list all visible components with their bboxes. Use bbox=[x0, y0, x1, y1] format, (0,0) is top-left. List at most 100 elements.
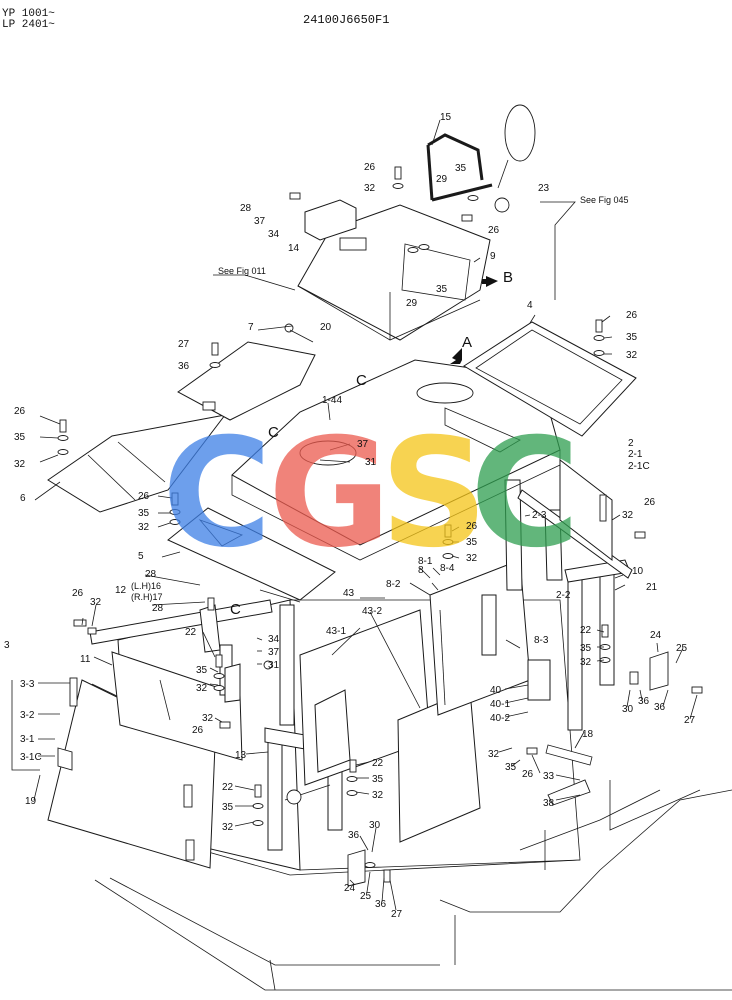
callout-1-44: 1-44 bbox=[322, 395, 342, 406]
callout-33: 33 bbox=[543, 771, 555, 782]
bracket-14 bbox=[304, 199, 357, 241]
callout-26: 26 bbox=[14, 406, 26, 417]
floor-plate-6 bbox=[47, 414, 227, 513]
callout-8-4: 8-4 bbox=[440, 563, 455, 574]
callout-28: 28 bbox=[145, 569, 157, 580]
view-arrows bbox=[450, 276, 498, 364]
callout-27: 27 bbox=[684, 715, 696, 726]
callout-31: 31 bbox=[365, 457, 377, 468]
callout-35: 35 bbox=[626, 332, 638, 343]
callout-43-1: 43-1 bbox=[326, 626, 346, 637]
callout-26: 26 bbox=[466, 521, 478, 532]
callout-26: 26 bbox=[626, 310, 638, 321]
callout-23: 23 bbox=[538, 183, 550, 194]
housing-9 bbox=[297, 204, 491, 341]
view-marker-c-lower: C bbox=[230, 601, 241, 618]
callout-35: 35 bbox=[466, 537, 478, 548]
callout-32: 32 bbox=[196, 683, 208, 694]
callout-24: 24 bbox=[650, 630, 662, 641]
callout-32: 32 bbox=[14, 459, 26, 470]
cgsc-watermark: C G S C bbox=[162, 407, 580, 581]
floor-plate-7 bbox=[177, 341, 316, 421]
callout-10: 10 bbox=[632, 566, 644, 577]
callout-35: 35 bbox=[505, 762, 517, 773]
callout-21: 21 bbox=[646, 582, 658, 593]
callout-40: 40 bbox=[490, 685, 502, 696]
callout-37: 37 bbox=[357, 439, 369, 450]
callout-32: 32 bbox=[372, 790, 384, 801]
inner-panels-43 bbox=[299, 609, 481, 843]
serial-yp: YP 1001~ bbox=[2, 8, 55, 20]
view-marker-c-top: C bbox=[356, 372, 367, 389]
callout-32: 32 bbox=[222, 822, 234, 833]
leader-lines bbox=[11, 119, 698, 911]
handle-18 bbox=[545, 744, 593, 806]
callout-14: 14 bbox=[288, 243, 300, 254]
ref-see-fig-045: See Fig 045 bbox=[580, 195, 629, 205]
callout-2-1: 2-1 bbox=[628, 449, 643, 460]
watermark-letter-c1: C bbox=[162, 407, 272, 581]
callout-32: 32 bbox=[364, 183, 376, 194]
callout-43-2: 43-2 bbox=[362, 606, 382, 617]
callout-37: 37 bbox=[254, 216, 266, 227]
callout-35: 35 bbox=[436, 284, 448, 295]
callout-19: 19 bbox=[25, 796, 37, 807]
mirror-23 bbox=[494, 104, 536, 213]
callout-28: 28 bbox=[152, 603, 164, 614]
view-marker-a: A bbox=[462, 334, 472, 351]
callout-8-2: 8-2 bbox=[386, 579, 401, 590]
callout-34: 34 bbox=[268, 634, 280, 645]
ref-see-fig-011: See Fig 011 bbox=[218, 266, 266, 276]
callout-9: 9 bbox=[490, 251, 496, 262]
callout-32: 32 bbox=[466, 553, 478, 564]
callout-36: 36 bbox=[178, 361, 190, 372]
callout-36: 36 bbox=[654, 702, 666, 713]
callout-32: 32 bbox=[90, 597, 102, 608]
serial-lp: LP 2401~ bbox=[2, 19, 55, 31]
callout-35: 35 bbox=[372, 774, 384, 785]
base-frame bbox=[94, 780, 732, 991]
callout-6: 6 bbox=[20, 493, 26, 504]
callout-38: 38 bbox=[543, 798, 555, 809]
callout-22: 22 bbox=[185, 627, 197, 638]
callout-29: 29 bbox=[436, 174, 448, 185]
callout-18: 18 bbox=[582, 729, 594, 740]
callout-35: 35 bbox=[196, 665, 208, 676]
callout-28: 28 bbox=[240, 203, 252, 214]
callout-26: 26 bbox=[522, 769, 534, 780]
callout-22: 22 bbox=[222, 782, 234, 793]
callout-35: 35 bbox=[138, 508, 150, 519]
callout-8-3: 8-3 bbox=[534, 635, 549, 646]
hinge-24 bbox=[347, 651, 669, 887]
right-frame bbox=[429, 458, 633, 731]
callout-37: 37 bbox=[268, 647, 280, 658]
callout-32: 32 bbox=[580, 657, 592, 668]
callout-13: 13 bbox=[235, 750, 247, 761]
callout-30: 30 bbox=[369, 820, 381, 831]
watermark-letter-s: S bbox=[380, 407, 488, 581]
callout-25: 25 bbox=[676, 643, 688, 654]
callout-22: 22 bbox=[372, 758, 384, 769]
watermark-letter-g: G bbox=[268, 407, 391, 581]
callout-2-1c: 2-1C bbox=[628, 461, 650, 472]
callout-24: 24 bbox=[344, 883, 356, 894]
callout-30: 30 bbox=[622, 704, 634, 715]
side-rail-12 bbox=[89, 599, 273, 703]
callout-7: 7 bbox=[248, 322, 254, 333]
callout-40-2: 40-2 bbox=[490, 713, 510, 724]
callout-25: 25 bbox=[360, 891, 372, 902]
callout-11: 11 bbox=[80, 654, 91, 665]
callout-26: 26 bbox=[488, 225, 500, 236]
callout-32: 32 bbox=[488, 749, 500, 760]
callout-4: 4 bbox=[527, 300, 533, 311]
callout-20: 20 bbox=[320, 322, 332, 333]
callout-43: 43 bbox=[343, 588, 355, 599]
callout-2-2: 2-2 bbox=[556, 590, 571, 601]
callout-17-rh: (R.H)17 bbox=[131, 592, 163, 602]
callout-8-1: 8-1 bbox=[418, 556, 433, 567]
callout-3: 3 bbox=[4, 640, 10, 651]
top-cover-1-44 bbox=[231, 359, 561, 561]
callout-3-1: 3-1 bbox=[20, 734, 35, 745]
callout-16-lh: (L.H)16 bbox=[131, 581, 161, 591]
